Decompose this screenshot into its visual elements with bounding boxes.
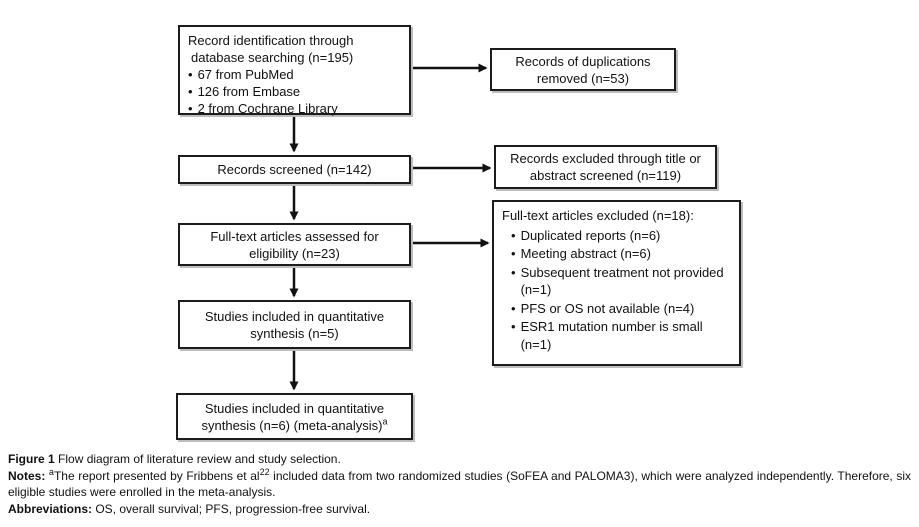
fulltext-assessed-label: Full-text articles assessed for eligibil… <box>210 228 379 261</box>
fulltext-excluded-bullet: • Duplicated reports (n=6) <box>511 227 731 245</box>
records-excluded-label: Records excluded through title or abstra… <box>510 151 701 183</box>
fulltext-excluded-bullet: • Subsequent treatment not provided (n=1… <box>511 264 731 299</box>
caption-figure-label: Figure 1 <box>8 452 55 466</box>
fulltext-excluded-bullet-label: Duplicated reports (n=6) <box>520 227 661 243</box>
bullet-icon: • <box>511 319 516 334</box>
box-records-excluded: Records excluded through title or abstra… <box>494 145 717 189</box>
fulltext-excluded-bullet: • ESR1 mutation number is small (n=1) <box>511 318 731 353</box>
caption-abbreviations-text: OS, overall survival; PFS, progression-f… <box>92 501 371 516</box>
fulltext-excluded-bullet: • PFS or OS not available (n=4) <box>511 300 731 318</box>
synthesis-n5-label: Studies included in quantitative synthes… <box>204 308 385 341</box>
duplications-removed-label: Records of duplications removed (n=53) <box>515 53 651 86</box>
bullet-icon: • <box>511 300 516 316</box>
caption-title-line: Figure 1 Flow diagram of literature revi… <box>8 451 911 468</box>
synthesis-n6-footnote-marker: a <box>382 416 388 427</box>
identification-bullet-label: 2 from Cochrane Library <box>197 101 338 116</box>
identification-line1: Record identification through <box>188 33 354 48</box>
box-fulltext-assessed: Full-text articles assessed for eligibil… <box>178 223 411 266</box>
box-duplications-removed: Records of duplications removed (n=53) <box>490 48 676 91</box>
bullet-icon: • <box>511 227 516 243</box>
caption-notes-text-2: included data from two randomized studie… <box>8 468 911 500</box>
fulltext-excluded-bullet-label: ESR1 mutation number is small (n=1) <box>520 319 703 352</box>
caption-figure-text: Flow diagram of literature review and st… <box>54 452 341 466</box>
fulltext-excluded-bullet-label: Meeting abstract (n=6) <box>520 246 651 261</box>
box-records-screened: Records screened (n=142) <box>178 155 411 184</box>
fulltext-excluded-header: Full-text articles excluded (n=18): <box>502 208 694 223</box>
fulltext-excluded-bullet: • Meeting abstract (n=6) <box>511 245 731 263</box>
bullet-icon: • <box>188 67 193 82</box>
identification-bullet-label: 67 from PubMed <box>197 67 294 82</box>
caption-abbreviations-label: Abbreviations: <box>8 501 93 516</box>
identification-bullet-embase: • 126 from Embase <box>188 83 401 100</box>
caption-notes-label: Notes: <box>8 468 49 483</box>
bullet-icon: • <box>188 101 193 116</box>
identification-line2: database searching (n=195) <box>191 50 354 65</box>
caption-notes-line: Notes: aThe report presented by Fribbens… <box>8 466 911 501</box>
fulltext-excluded-bullet-label: Subsequent treatment not provided (n=1) <box>520 264 724 298</box>
box-fulltext-excluded: Full-text articles excluded (n=18): • Du… <box>492 200 741 366</box>
records-screened-label: Records screened (n=142) <box>217 162 372 177</box>
bullet-icon: • <box>511 264 516 280</box>
bullet-icon: • <box>511 246 516 261</box>
figure-caption: Figure 1 Flow diagram of literature revi… <box>8 451 911 517</box>
box-synthesis-n6: Studies included in quantitative synthes… <box>176 393 413 440</box>
box-synthesis-n5: Studies included in quantitative synthes… <box>178 300 411 349</box>
identification-bullet-label: 126 from Embase <box>197 84 301 99</box>
synthesis-n6-label: Studies included in quantitative synthes… <box>201 400 388 433</box>
bullet-icon: • <box>188 84 193 99</box>
caption-notes-text-1: The report presented by Fribbens et al <box>53 468 260 483</box>
caption-abbreviations-line: Abbreviations: OS, overall survival; PFS… <box>8 501 911 518</box>
identification-bullet-cochrane: • 2 from Cochrane Library <box>188 100 401 117</box>
identification-bullet-pubmed: • 67 from PubMed <box>188 66 401 83</box>
notes-footnote-marker: a <box>48 466 54 477</box>
notes-reference-number: 22 <box>259 466 270 477</box>
box-record-identification: Record identification through database s… <box>178 25 411 117</box>
fulltext-excluded-bullet-label: PFS or OS not available (n=4) <box>520 300 695 316</box>
